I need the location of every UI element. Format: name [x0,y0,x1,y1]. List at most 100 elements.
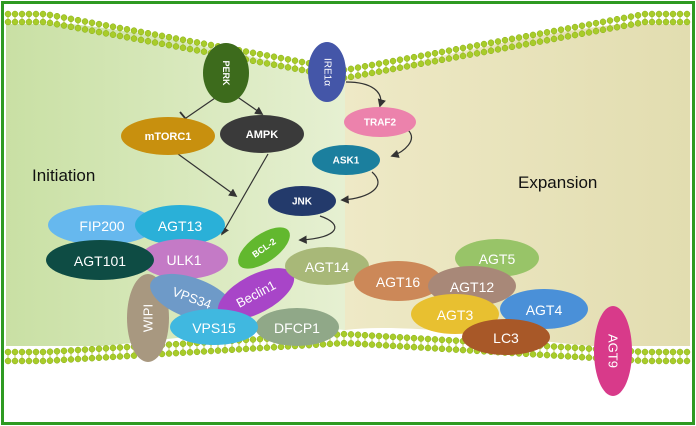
node-agt101: AGT101 [46,240,154,280]
lipid-head [214,347,222,354]
lipid-head [102,30,110,37]
lipid-head [67,356,75,363]
lipid-head [508,43,516,51]
lipid-head [270,53,278,60]
lipid-head [382,342,390,349]
lipid-head [438,345,446,353]
node-ampk: AMPK [220,115,304,153]
lipid-head [683,10,691,18]
lipid-head [529,351,537,358]
traf2-to-ask1-arrow [390,129,412,158]
lipid-head [501,36,509,44]
label-agt12: AGT12 [450,279,495,295]
node-fip200: FIP200 [48,205,156,245]
lipid-head [396,334,404,341]
lipid-head [151,39,159,46]
lipid-head [676,357,684,365]
lipid-head [382,333,390,340]
node-perk: PERK [203,43,249,103]
lipid-head [263,52,271,59]
lipid-head [60,14,68,21]
lipid-head [25,357,33,365]
label-agt4: AGT4 [526,302,563,318]
lipid-head [417,52,425,60]
lipid-head [396,56,404,63]
lipid-head [375,341,383,349]
lipid-head [123,34,131,41]
lipid-head [347,340,355,347]
lipid-head [298,66,306,74]
cytoplasm-expansion-region [345,24,690,346]
label-agt3: AGT3 [437,307,474,323]
lipid-head [60,356,68,364]
lipid-head [277,62,285,70]
lipid-head [641,10,649,18]
lipid-head [438,48,446,56]
lipid-head [592,27,600,35]
lipid-head [123,26,131,33]
lipid-head [179,349,187,356]
node-agt13: AGT13 [135,205,225,245]
lipid-head [375,60,383,67]
lipid-head [298,58,306,66]
jnk-to-bcl2-arrow [298,215,336,244]
lipid-head [515,42,523,49]
lipid-head [263,344,271,351]
lipid-head [438,56,446,64]
lipid-head [550,352,558,359]
lipid-head [368,69,376,77]
lipid-head [403,334,411,341]
lipid-head [256,50,264,58]
lipid-head [46,348,54,355]
lipid-head [571,23,579,31]
lipid-head [109,353,117,361]
lipid-head [543,37,551,44]
lipid-head [382,67,390,74]
lipid-head [403,63,411,70]
lipid-head [193,47,201,54]
lipid-head [74,16,82,24]
lipid-head [158,32,166,40]
label-mtorc1: mTORC1 [145,131,192,143]
lipid-head [284,56,292,63]
lipid-head [347,65,355,73]
lipid-head [25,348,33,356]
lipid-head [4,10,12,18]
lipid-head [375,332,383,340]
lipid-head [165,41,173,49]
lipid-head [67,15,75,23]
lipid-head [81,26,89,33]
lipid-head [389,65,397,73]
lipid-head [39,357,47,365]
lipid-head [186,45,194,53]
lipid-head [613,15,621,23]
lipid-head [529,31,537,39]
lipid-head [361,63,369,70]
lipid-head [347,331,355,338]
lipid-head [473,50,481,57]
lipid-head [221,346,229,354]
node-ulk1: ULK1 [140,239,228,279]
lipid-head [354,331,362,339]
lipid-head [277,54,285,62]
lipid-head [130,27,138,34]
lipid-head [683,357,691,365]
lipid-head [676,18,684,26]
lipid-head [11,357,19,365]
node-jnk: JNK [268,186,336,216]
lipid-head [452,346,460,353]
lipid-head [361,331,369,339]
lipid-head [186,349,194,356]
lipid-head [634,20,642,27]
lipid-head [18,348,26,356]
lipid-head [620,22,628,30]
lipid-head [592,19,600,27]
lipid-head [53,20,61,28]
label-traf2: TRAF2 [364,118,397,129]
lipid-head [249,336,257,343]
lipid-head [102,345,110,352]
lipid-head [669,348,677,356]
lipid-head [137,28,145,36]
